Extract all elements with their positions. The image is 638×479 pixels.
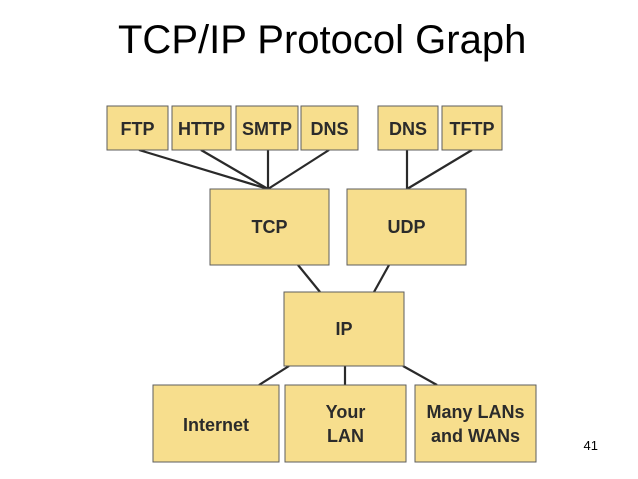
node-tftp-label: TFTP bbox=[450, 119, 495, 139]
edge-ip-many-lans bbox=[402, 365, 438, 386]
node-dns-udp-label: DNS bbox=[389, 119, 427, 139]
edge-udp-ip bbox=[373, 264, 390, 293]
node-ftp-label: FTP bbox=[121, 119, 155, 139]
node-ftp: FTP bbox=[106, 105, 169, 151]
node-ip: IP bbox=[283, 291, 405, 367]
edge-tcp-ip bbox=[297, 264, 321, 293]
node-udp-label: UDP bbox=[387, 217, 425, 237]
edge-http-tcp bbox=[200, 149, 269, 190]
edge-dns-tcp bbox=[267, 149, 330, 190]
node-smtp: SMTP bbox=[235, 105, 299, 151]
edge-ftp-tcp bbox=[138, 148, 269, 191]
page-number: 41 bbox=[583, 438, 598, 453]
node-your-lan-label-line1: Your bbox=[326, 402, 366, 422]
node-many-lans-label-line1: Many LANs bbox=[426, 402, 524, 422]
node-ip-label: IP bbox=[335, 319, 352, 339]
node-your-lan-label-line2: LAN bbox=[327, 426, 364, 446]
node-dns-tcp: DNS bbox=[300, 105, 359, 151]
node-http: HTTP bbox=[171, 105, 232, 151]
node-internet-label: Internet bbox=[183, 415, 249, 435]
node-tftp: TFTP bbox=[441, 105, 503, 151]
edge-tftp-udp bbox=[406, 149, 473, 190]
node-your-lan: Your LAN bbox=[284, 384, 407, 463]
node-dns-tcp-label: DNS bbox=[310, 119, 348, 139]
node-many-lans-label-line2: and WANs bbox=[431, 426, 520, 446]
node-dns-udp: DNS bbox=[377, 105, 439, 151]
node-http-label: HTTP bbox=[178, 119, 225, 139]
node-smtp-label: SMTP bbox=[242, 119, 292, 139]
node-tcp: TCP bbox=[209, 188, 330, 266]
edge-ip-internet bbox=[258, 365, 290, 386]
node-many-lans: Many LANs and WANs bbox=[414, 384, 537, 463]
slide-title: TCP/IP Protocol Graph bbox=[118, 18, 527, 62]
node-tcp-label: TCP bbox=[252, 217, 288, 237]
node-internet: Internet bbox=[152, 384, 280, 463]
node-udp: UDP bbox=[346, 188, 467, 266]
